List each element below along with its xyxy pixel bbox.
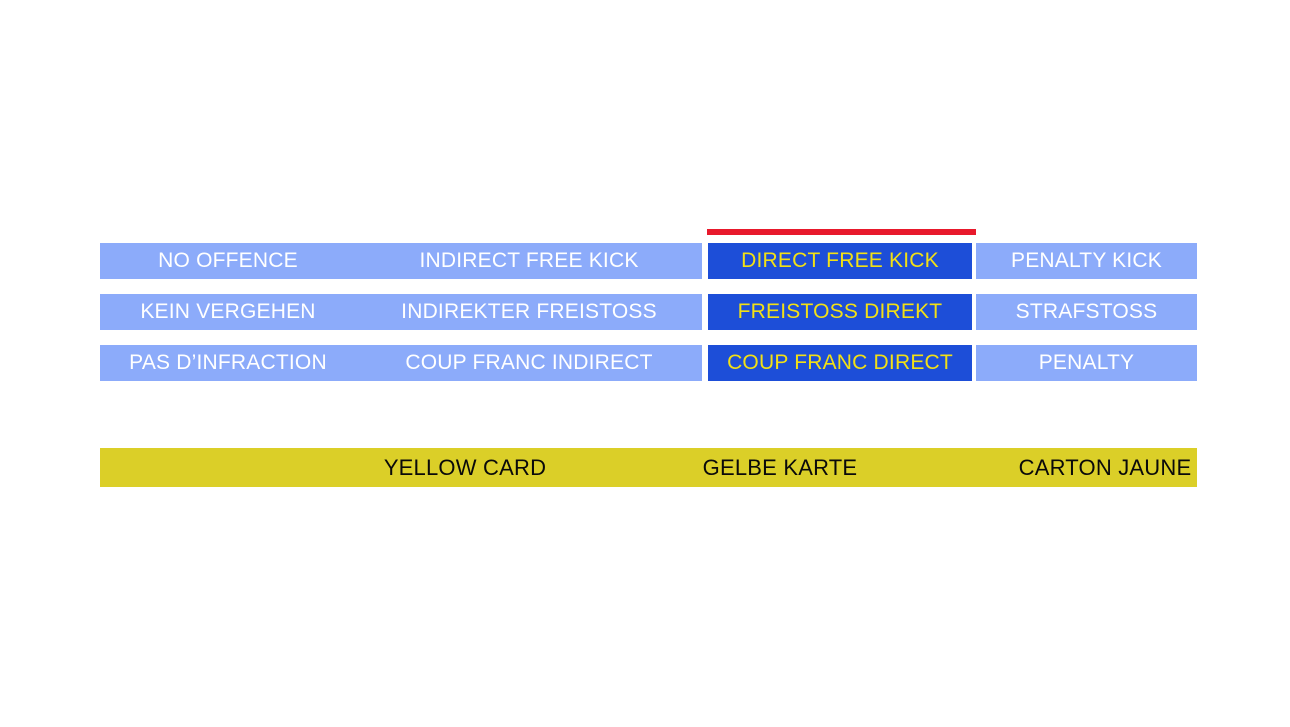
matrix-row: KEIN VERGEHEN INDIREKTER FREISTOSS FREIS… [100,294,1197,330]
cell-direct-free-kick-en[interactable]: DIRECT FREE KICK [708,243,972,279]
sanction-decision-matrix: NO OFFENCE INDIRECT FREE KICK DIRECT FRE… [100,229,1197,381]
yellow-card-label-en: YELLOW CARD [383,454,547,480]
yellow-card-bar[interactable]: YELLOW CARD GELBE KARTE CARTON JAUNE [100,448,1197,487]
cell-direct-free-kick-fr[interactable]: COUP FRANC DIRECT [708,345,972,381]
cell-indirect-free-kick-de[interactable]: INDIREKTER FREISTOSS [356,294,702,330]
yellow-card-label-fr: CARTON JAUNE [1018,454,1192,480]
cell-indirect-free-kick-en[interactable]: INDIRECT FREE KICK [356,243,702,279]
highlight-accent-bar [707,229,976,235]
matrix-row: NO OFFENCE INDIRECT FREE KICK DIRECT FRE… [100,243,1197,279]
cell-no-offence-de[interactable]: KEIN VERGEHEN [100,294,356,330]
cell-penalty-kick-de[interactable]: STRAFSTOSS [976,294,1197,330]
cell-no-offence-en[interactable]: NO OFFENCE [100,243,356,279]
cell-direct-free-kick-de[interactable]: FREISTOSS DIREKT [708,294,972,330]
cell-penalty-kick-fr[interactable]: PENALTY [976,345,1197,381]
matrix-row: PAS D’INFRACTION COUP FRANC INDIRECT COU… [100,345,1197,381]
cell-no-offence-fr[interactable]: PAS D’INFRACTION [100,345,356,381]
yellow-card-label-de: GELBE KARTE [702,454,858,480]
cell-indirect-free-kick-fr[interactable]: COUP FRANC INDIRECT [356,345,702,381]
cell-penalty-kick-en[interactable]: PENALTY KICK [976,243,1197,279]
